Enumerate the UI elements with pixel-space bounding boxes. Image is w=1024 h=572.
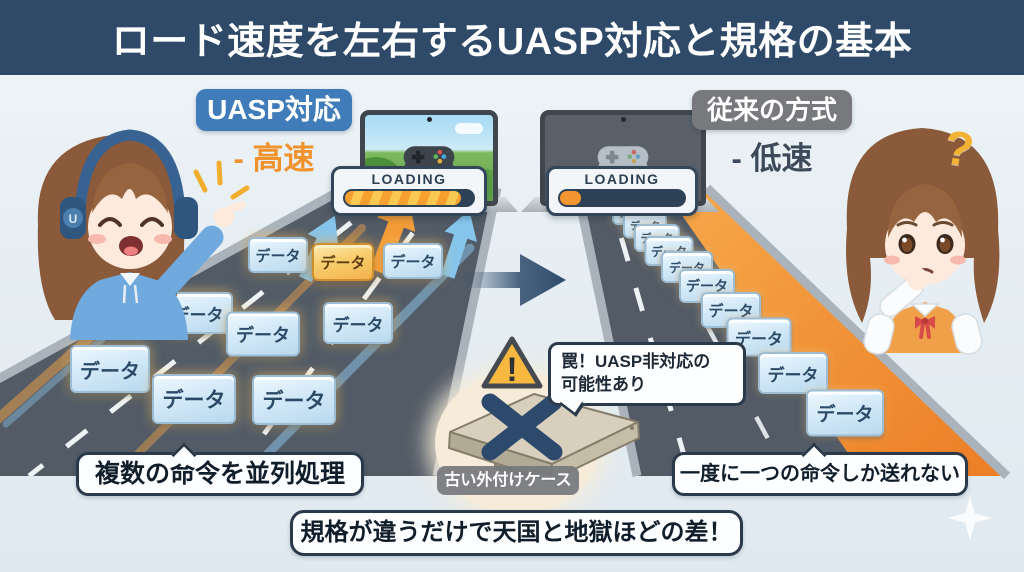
footer-note: 規格が違うだけで天国と地獄ほどの差！ — [290, 510, 743, 556]
page-title: ロード速度を左右するUASP対応と規格の基本 — [111, 21, 913, 63]
queue-lane-stripe — [663, 188, 1007, 476]
data-cube: データ — [383, 243, 443, 279]
data-cube: データ — [248, 237, 308, 273]
data-cube: データ — [806, 389, 884, 437]
loading-panel-legacy: LOADING — [546, 166, 698, 216]
cross-icon — [481, 393, 563, 461]
caption-parallel: 複数の命令を並列処理 — [76, 452, 364, 496]
progress-track — [558, 189, 686, 207]
data-cube: データ — [323, 302, 393, 344]
data-cube: データ — [70, 345, 150, 393]
loading-panel-uasp: LOADING — [331, 166, 487, 216]
gamepad-icon — [365, 115, 493, 201]
caption-serial: 一度に一つの命令しか送れない — [672, 452, 968, 496]
emphasis-sparks-icon — [193, 160, 250, 200]
ribbon-icon — [915, 316, 935, 339]
warning-bubble: 罠！UASP非対応の 可能性あり — [548, 342, 746, 406]
webcam-dot-icon — [621, 117, 626, 122]
speed-arrow-icon — [441, 209, 477, 279]
happy-girl-illustration: U — [37, 129, 250, 340]
warning-icon: ! — [481, 336, 543, 389]
progress-track — [343, 189, 475, 207]
fast-label: - 高速 — [233, 141, 315, 176]
data-cube: データ — [312, 243, 374, 281]
exclamation-glyph: ! — [506, 351, 517, 389]
legacy-badge: 従来の方式 — [692, 90, 852, 130]
cloud-icon — [455, 123, 483, 134]
svg-text:U: U — [69, 212, 78, 226]
webcam-dot-icon — [427, 117, 432, 122]
progress-fill-fast — [345, 191, 462, 205]
slow-label: - 低速 — [731, 141, 813, 176]
title-banner: ロード速度を左右するUASP対応と規格の基本 — [0, 0, 1024, 75]
drive-label: 古い外付けケース — [437, 466, 579, 495]
data-cube: データ — [152, 374, 236, 424]
loading-label: LOADING — [371, 171, 447, 187]
data-cube: データ — [758, 352, 828, 394]
loading-label: LOADING — [584, 171, 660, 187]
progress-fill-slow — [560, 191, 582, 205]
data-cube: データ — [226, 311, 300, 357]
puzzled-girl-illustration — [846, 128, 1000, 355]
uasp-badge: UASP対応 — [196, 89, 352, 131]
data-cube: データ — [252, 375, 336, 425]
transition-arrow-icon — [462, 254, 566, 306]
